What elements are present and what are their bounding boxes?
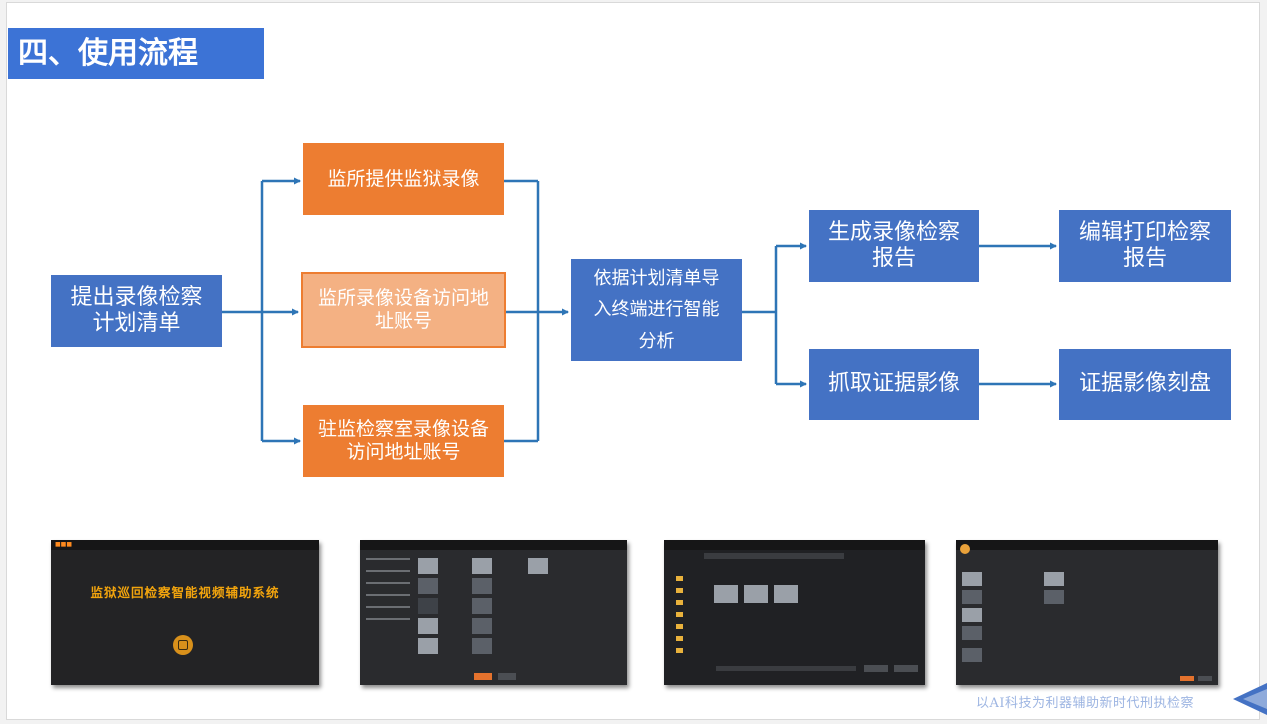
screenshot-report-list (956, 540, 1218, 685)
filename-field[interactable] (716, 666, 856, 671)
folder-icon (676, 576, 683, 581)
window-titlebar: ■■■ (51, 540, 319, 550)
video-thumbnail[interactable] (472, 578, 492, 594)
title-bar: 四、使用流程 (8, 28, 264, 79)
final-box-1: 编辑打印检察报告 (1059, 210, 1231, 282)
close-button[interactable] (1198, 676, 1212, 681)
video-thumbnail[interactable] (962, 608, 982, 622)
window-titlebar (664, 540, 925, 550)
image-file-thumbnail[interactable] (714, 585, 738, 603)
video-thumbnail[interactable] (472, 598, 492, 614)
cancel-button[interactable] (498, 673, 516, 680)
screenshot-splash: ■■■ 监狱巡回检察智能视频辅助系统 (51, 540, 319, 685)
folder-icon (676, 612, 683, 617)
folder-icon (676, 600, 683, 605)
source-label-3: 驻监检察室录像设备访问地址账号 (317, 418, 489, 463)
video-thumbnail[interactable] (472, 558, 492, 574)
folder-icon (676, 648, 683, 653)
window-titlebar (956, 540, 1218, 550)
export-button[interactable] (1180, 676, 1194, 681)
page-title: 四、使用流程 (18, 36, 198, 71)
address-bar[interactable] (704, 553, 844, 559)
video-thumbnail[interactable] (418, 558, 438, 574)
source-label-2: 监所录像设备访问地址账号 (317, 287, 489, 332)
source-label-1: 监所提供监狱录像 (327, 167, 480, 190)
output-box-2: 抓取证据影像 (809, 349, 979, 420)
splash-title: 监狱巡回检察智能视频辅助系统 (90, 585, 280, 600)
footer-slogan: 以AI科技为利器辅助新时代刑执检察 (976, 696, 1195, 711)
source-box-3: 驻监检察室录像设备访问地址账号 (303, 405, 504, 477)
app-logo-icon (173, 635, 193, 655)
video-thumbnail[interactable] (528, 558, 548, 574)
video-thumbnail[interactable] (1044, 572, 1064, 586)
video-thumbnail[interactable] (962, 572, 982, 586)
video-thumbnail[interactable] (1044, 590, 1064, 604)
analysis-label: 依据计划清单导入终端进行智能分析 (593, 267, 720, 352)
final-box-2: 证据影像刻盘 (1059, 349, 1231, 420)
video-thumbnail[interactable] (962, 648, 982, 662)
final-label-1: 编辑打印检察报告 (1078, 219, 1211, 271)
folder-icon (676, 636, 683, 641)
start-box: 提出录像检察计划清单 (51, 275, 222, 347)
image-file-thumbnail[interactable] (744, 585, 768, 603)
output-label-1: 生成录像检察报告 (827, 219, 960, 271)
corner-triangle-icon (1233, 683, 1267, 715)
analysis-box: 依据计划清单导入终端进行智能分析 (571, 259, 742, 361)
image-file-thumbnail[interactable] (774, 585, 798, 603)
video-thumbnail[interactable] (472, 618, 492, 634)
confirm-button[interactable] (474, 673, 492, 680)
open-button[interactable] (864, 665, 888, 672)
app-logo: ■■■ (55, 541, 73, 548)
video-thumbnail[interactable] (962, 626, 982, 640)
folder-icon (676, 588, 683, 593)
video-thumbnail[interactable] (418, 578, 438, 594)
video-thumbnail[interactable] (418, 598, 438, 614)
screenshot-file-explorer (664, 540, 925, 685)
app-logo-icon (960, 544, 970, 554)
cancel-button[interactable] (894, 665, 918, 672)
video-thumbnail[interactable] (418, 618, 438, 634)
source-box-1: 监所提供监狱录像 (303, 143, 504, 215)
final-label-2: 证据影像刻盘 (1078, 371, 1211, 397)
output-label-2: 抓取证据影像 (827, 371, 960, 397)
video-thumbnail[interactable] (418, 638, 438, 654)
start-label: 提出录像检察计划清单 (70, 284, 203, 336)
screenshot-device-list (360, 540, 627, 685)
video-thumbnail[interactable] (472, 638, 492, 654)
source-box-2: 监所录像设备访问地址账号 (301, 272, 506, 348)
video-thumbnail[interactable] (962, 590, 982, 604)
folder-icon (676, 624, 683, 629)
window-titlebar (360, 540, 627, 550)
output-box-1: 生成录像检察报告 (809, 210, 979, 282)
